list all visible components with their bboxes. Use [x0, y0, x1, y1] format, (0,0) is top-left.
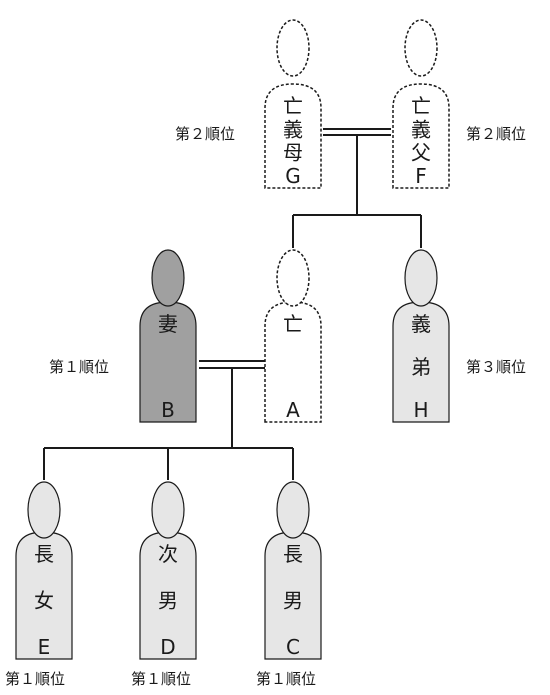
person-F-label-char: 父: [411, 141, 431, 165]
person-D-label-char: 次: [158, 542, 178, 566]
person-C: 長男C: [264, 481, 322, 660]
person-G-head: [276, 19, 310, 77]
person-D-label-char: D: [160, 635, 175, 659]
person-H-label-char: 義: [411, 312, 431, 336]
rank-labels: 第２順位 第２順位 第１順位 第３順位 第１順位 第１順位 第１順位: [5, 125, 526, 688]
person-B-head: [151, 249, 185, 307]
person-F-body: [392, 83, 450, 189]
person-D: 次男D: [139, 481, 197, 660]
person-E-label-char: 女: [34, 589, 54, 613]
person-E-head: [27, 481, 61, 539]
person-F-label-char: F: [415, 164, 427, 188]
person-E-label-char: E: [38, 635, 51, 659]
person-C-label-char: 長: [283, 542, 303, 566]
person-A: 亡A: [264, 249, 322, 423]
rank-label-H: 第３順位: [466, 358, 526, 376]
person-A-label-char: 亡: [283, 312, 303, 336]
person-E: 長女E: [15, 481, 73, 660]
person-D-head: [151, 481, 185, 539]
person-F-label-char: 亡: [411, 94, 431, 118]
person-H-head: [404, 249, 438, 307]
person-C-head: [276, 481, 310, 539]
person-A-body: [264, 301, 322, 423]
person-G-label-char: 母: [283, 141, 303, 165]
person-G-label-char: G: [285, 164, 301, 188]
person-B-label-char: B: [161, 398, 175, 422]
rank-label-G: 第２順位: [175, 125, 235, 143]
person-G-label-char: 義: [283, 117, 303, 141]
person-H: 義弟H: [392, 249, 450, 423]
person-C-label-char: C: [286, 635, 300, 659]
person-F-label-char: 義: [411, 117, 431, 141]
person-A-head: [276, 249, 310, 307]
rank-label-F: 第２順位: [466, 125, 526, 143]
person-C-label-char: 男: [283, 589, 303, 613]
rank-label-B: 第１順位: [49, 358, 109, 376]
person-G-label-char: 亡: [283, 94, 303, 118]
rank-label-C: 第１順位: [256, 670, 316, 688]
person-H-label-char: 弟: [411, 355, 431, 379]
person-D-label-char: 男: [158, 589, 178, 613]
rank-label-D: 第１順位: [131, 670, 191, 688]
person-H-label-char: H: [413, 398, 428, 422]
person-B: 妻B: [139, 249, 197, 423]
person-E-label-char: 長: [34, 542, 54, 566]
person-A-label-char: A: [286, 398, 300, 422]
person-B-label-char: 妻: [158, 312, 178, 336]
rank-label-E: 第１順位: [5, 670, 65, 688]
family-connectors: [43, 128, 422, 480]
person-G-body: [264, 83, 322, 189]
person-F-head: [404, 19, 438, 77]
